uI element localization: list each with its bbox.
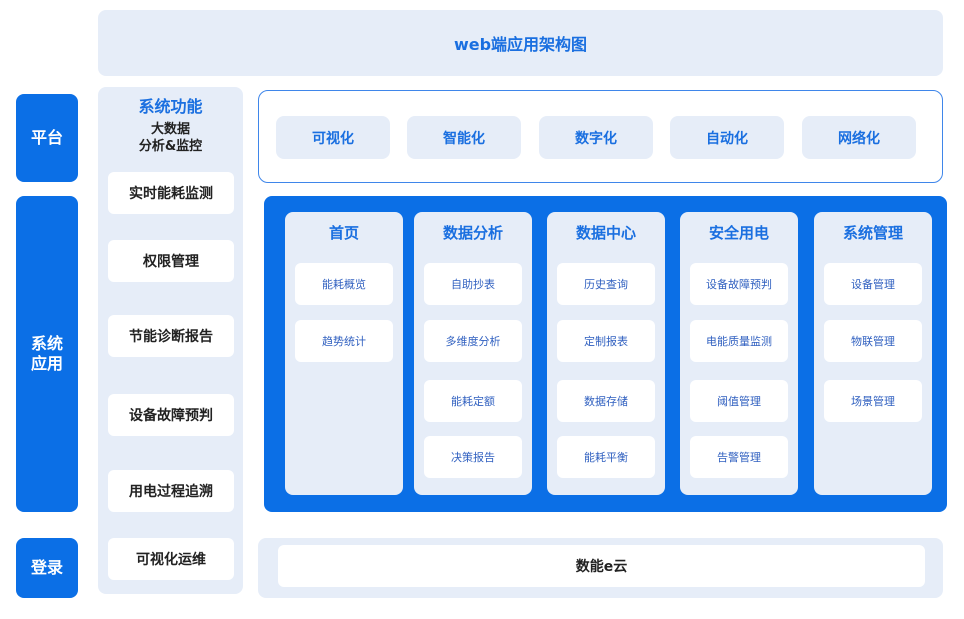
module-item: 决策报告: [424, 436, 522, 478]
function-item: 设备故障预判: [108, 394, 234, 436]
module-title: 数据中心: [575, 224, 636, 242]
side-label-system-app: 系统 应用: [16, 196, 78, 512]
platform-item: 可视化: [276, 116, 390, 159]
module-item: 自助抄表: [424, 263, 522, 305]
module-item: 能耗定额: [424, 380, 522, 422]
platform-item: 智能化: [407, 116, 521, 159]
module-item: 告警管理: [690, 436, 788, 478]
module-title: 首页: [328, 224, 359, 242]
function-item: 可视化运维: [108, 538, 234, 580]
platform-item: 自动化: [670, 116, 784, 159]
functions-title: 系统功能: [138, 97, 203, 116]
function-item: 权限管理: [108, 240, 234, 282]
function-item: 用电过程追溯: [108, 470, 234, 512]
platform-item: 数字化: [539, 116, 653, 159]
module-item: 定制报表: [557, 320, 655, 362]
module-item: 物联管理: [824, 320, 922, 362]
module-item: 历史查询: [557, 263, 655, 305]
module-title: 安全用电: [708, 224, 769, 242]
function-item: 实时能耗监测: [108, 172, 234, 214]
module-item: 多维度分析: [424, 320, 522, 362]
module-item: 趋势统计: [295, 320, 393, 362]
module-item: 阈值管理: [690, 380, 788, 422]
module-item: 能耗平衡: [557, 436, 655, 478]
platform-item: 网络化: [802, 116, 916, 159]
side-label-platform: 平台: [16, 94, 78, 182]
module-title: 数据分析: [442, 224, 503, 242]
module-title: 系统管理: [842, 224, 903, 242]
module-item: 能耗概览: [295, 263, 393, 305]
side-label-login: 登录: [16, 538, 78, 598]
login-label: 数能e云: [278, 545, 925, 587]
module-item: 设备管理: [824, 263, 922, 305]
module-item: 电能质量监测: [690, 320, 788, 362]
module-item: 设备故障预判: [690, 263, 788, 305]
function-item: 节能诊断报告: [108, 315, 234, 357]
module-item: 场景管理: [824, 380, 922, 422]
diagram-title: web端应用架构图: [98, 10, 943, 76]
module-item: 数据存储: [557, 380, 655, 422]
functions-subtitle: 大数据 分析&监控: [138, 122, 203, 154]
